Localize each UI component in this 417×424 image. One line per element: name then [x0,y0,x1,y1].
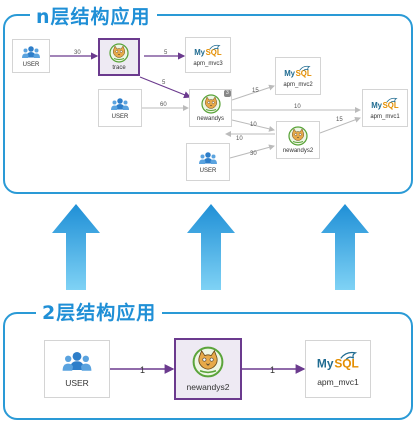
up-arrow [321,204,369,290]
node-label: newandys2 [186,382,230,392]
node-label: USER [65,378,89,388]
node-label: trace [112,65,126,71]
node-user-1[interactable]: USER [12,39,50,73]
node-apm-mvc3[interactable]: apm_mvc3 [185,37,231,73]
node-label: USER [22,61,40,68]
node-user-2[interactable]: USER [98,89,142,127]
up-arrow [187,204,235,290]
mysql-logo [283,65,313,80]
node-label: USER [199,167,217,174]
users-icon [61,350,93,374]
node-user-3[interactable]: USER [186,143,230,181]
instance-count-badge: 3 [224,90,231,97]
node-apm-mvc1[interactable]: apm_mvc1 [362,89,408,127]
node-label: apm_mvc1 [370,113,400,120]
two-tier-title: 2层结构应用 [36,302,163,324]
mysql-logo [370,97,400,112]
node-label: newandys2 [282,148,314,154]
users-icon [198,151,218,166]
n-tier-title: n层结构应用 [30,6,157,28]
node-apm-mvc1[interactable]: apm_mvc1 [305,340,371,398]
mysql-logo [193,44,223,59]
node-label: apm_mvc3 [193,60,223,67]
node-user[interactable]: USER [44,340,110,398]
up-arrow [52,204,100,290]
tomcat-icon [201,94,221,114]
node-trace[interactable]: trace [98,38,140,76]
tomcat-icon [288,126,308,146]
tomcat-icon [109,43,129,63]
node-newandys2[interactable]: newandys2 [174,338,242,400]
node-newandys2[interactable]: newandys2 [276,121,320,159]
users-icon [110,97,130,112]
node-label: apm_mvc2 [283,81,313,88]
users-icon [21,45,41,60]
node-label: USER [111,113,129,120]
node-label: apm_mvc1 [317,377,359,387]
node-apm-mvc2[interactable]: apm_mvc2 [275,57,321,95]
mysql-logo [315,351,361,373]
tomcat-icon [192,346,224,378]
node-label: newandys [196,116,225,122]
